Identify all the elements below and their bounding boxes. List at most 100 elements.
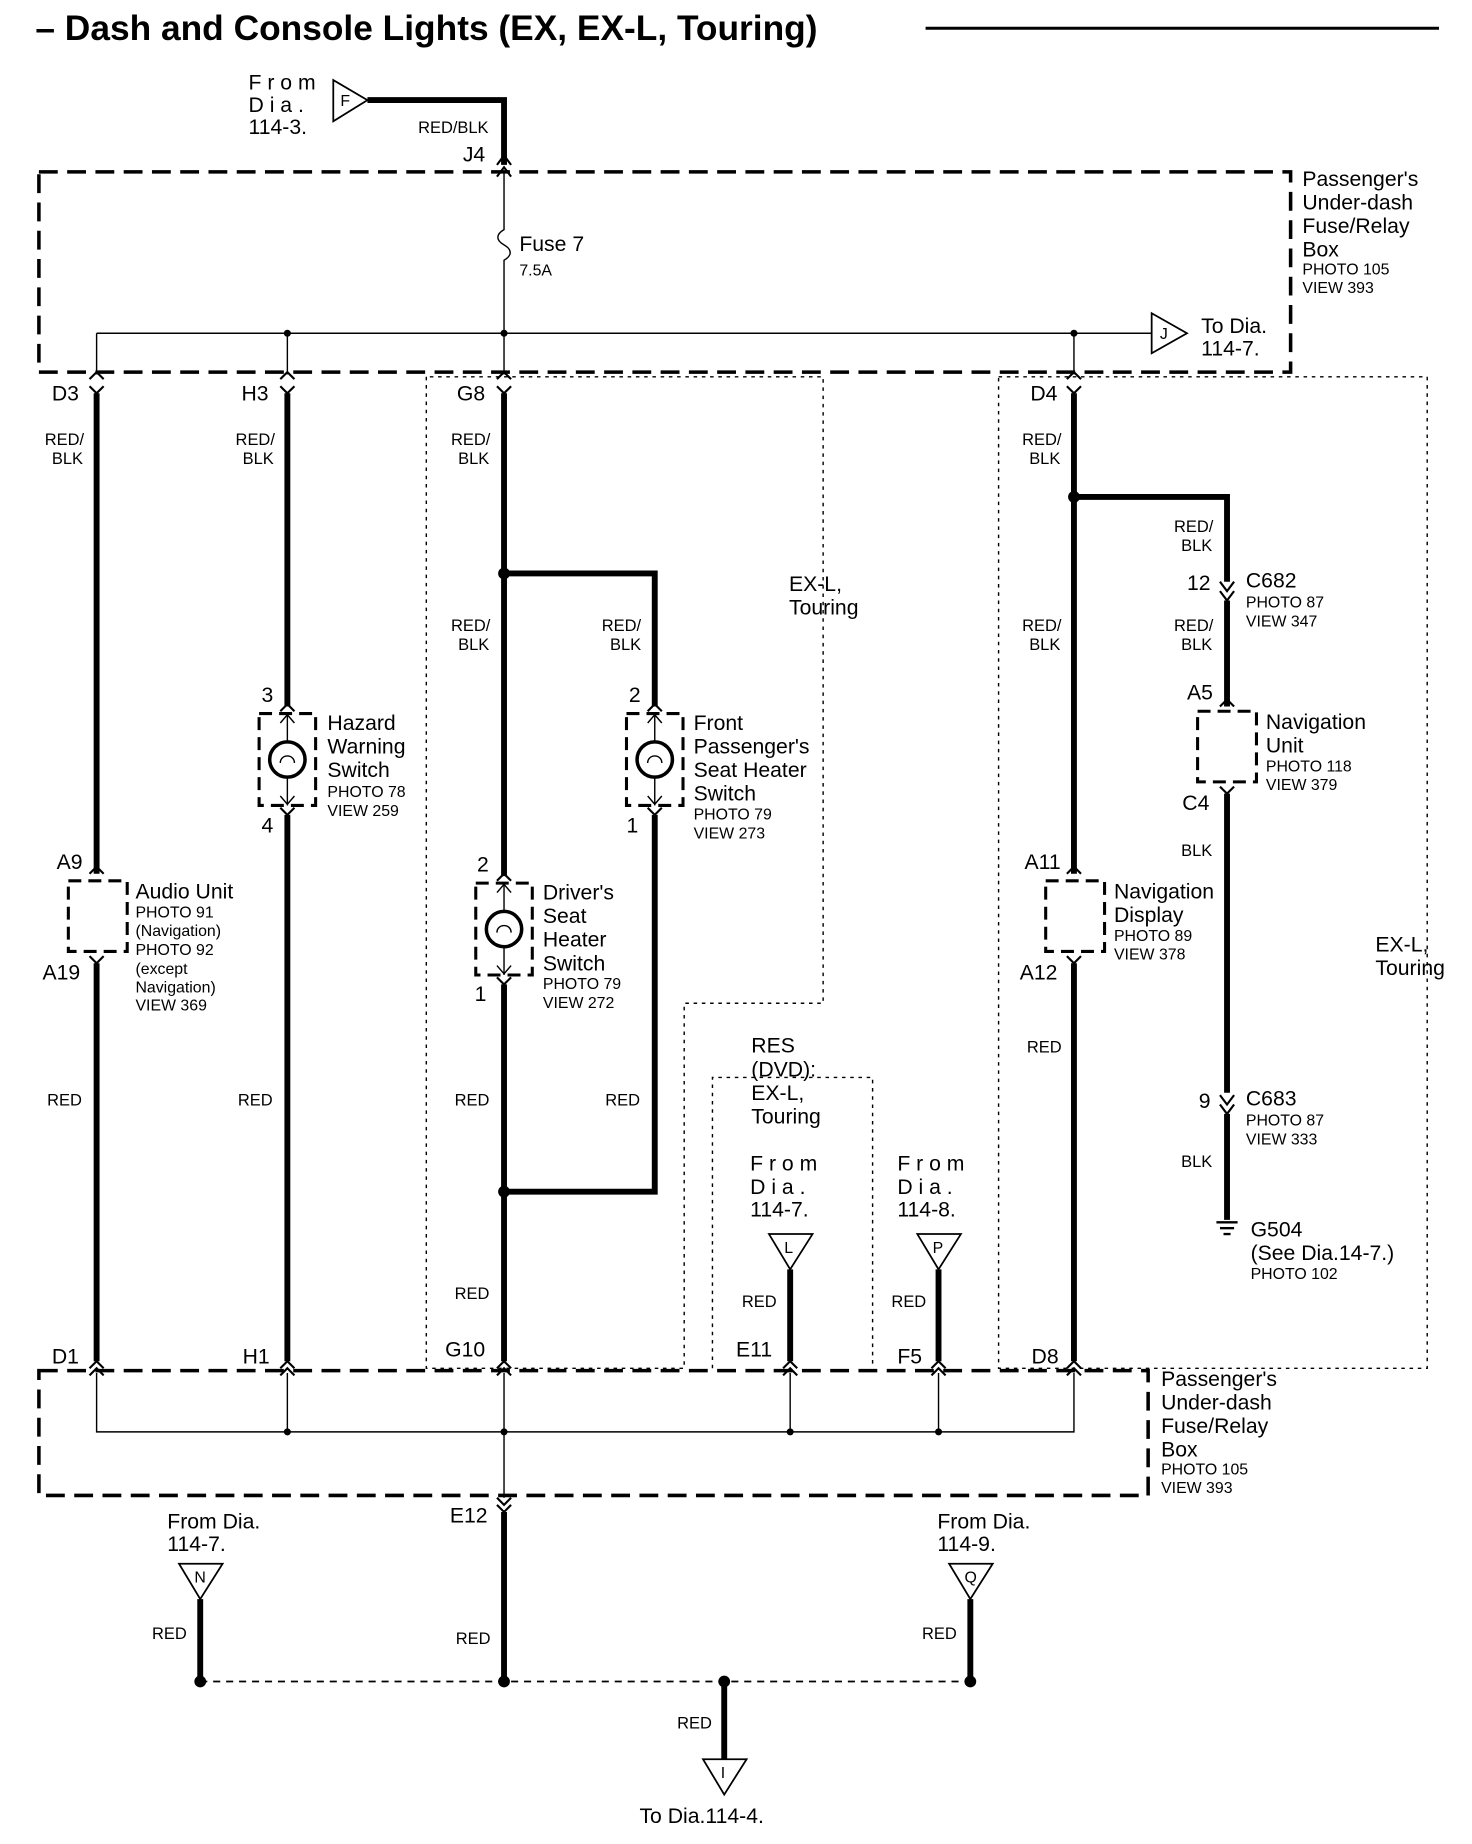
svg-text:L: L: [784, 1240, 793, 1257]
terminal-a19: A19: [42, 962, 80, 985]
svg-text:RED/: RED/: [1174, 518, 1214, 536]
svg-text:114-8.: 114-8.: [897, 1198, 956, 1221]
svg-text:RED/: RED/: [451, 431, 491, 449]
driver-switch-label: Driver's Seat Heater Switch PHOTO 79 VIE…: [543, 882, 621, 1012]
svg-text:PHOTO 105: PHOTO 105: [1161, 1461, 1248, 1478]
option-area-exl-nav: [997, 376, 1428, 1369]
terminal-h1: H1: [243, 1346, 270, 1369]
svg-text:114-7.: 114-7.: [750, 1198, 809, 1221]
terminal-c4: C4: [1182, 792, 1209, 815]
option-res-2: (DVD):: [751, 1058, 816, 1081]
output-i-to: To Dia.114-4.: [639, 1805, 763, 1828]
terminal-front-pin-1: 1: [626, 815, 638, 838]
input-l: From Dia. 114-7. L: [750, 1152, 823, 1272]
wire-to-nav-unit: [1073, 493, 1230, 582]
svg-text:C682: C682: [1246, 570, 1297, 593]
terminal-e11: E11: [736, 1339, 772, 1362]
terminal-a11: A11: [1024, 851, 1060, 874]
svg-text:Heater: Heater: [543, 929, 607, 952]
input-p-arrow: [915, 1233, 963, 1272]
input-f-arrow: [332, 78, 370, 123]
svg-text:VIEW 369: VIEW 369: [135, 997, 207, 1014]
svg-text:RED: RED: [238, 1092, 273, 1110]
svg-text:Navigation: Navigation: [1114, 880, 1214, 903]
option-exl-1a: EX-L,: [789, 573, 842, 596]
svg-text:Q: Q: [964, 1570, 976, 1587]
input-f-ref: 114-3.: [249, 116, 308, 139]
option-res-4: Touring: [751, 1105, 821, 1128]
svg-text:Driver's: Driver's: [543, 882, 614, 905]
input-n-arrow: [177, 1562, 225, 1601]
input-q-arrow: [947, 1562, 995, 1601]
svg-text:C683: C683: [1246, 1088, 1297, 1111]
svg-text:From Dia.: From Dia.: [167, 1510, 260, 1533]
terminal-pin-9: 9: [1199, 1090, 1211, 1113]
svg-text:Navigation: Navigation: [1266, 711, 1366, 734]
svg-text:PHOTO 79: PHOTO 79: [543, 976, 621, 993]
svg-text:Switch: Switch: [327, 759, 389, 782]
front-switch-label: Front Passenger's Seat Heater Switch PHO…: [694, 712, 810, 842]
input-f-dia: Dia.: [249, 94, 310, 117]
option-res-1: RES: [751, 1035, 795, 1058]
svg-text:Passenger's: Passenger's: [1161, 1368, 1277, 1391]
svg-text:Hazard: Hazard: [327, 712, 395, 735]
svg-text:Under-dash: Under-dash: [1161, 1391, 1272, 1414]
svg-text:Seat Heater: Seat Heater: [694, 759, 807, 782]
ground-g504: G504 (See Dia.14-7.) PHOTO 102: [1251, 1218, 1395, 1282]
svg-text:Front: Front: [694, 712, 744, 735]
svg-text:RED/: RED/: [236, 431, 276, 449]
terminal-d4: D4: [1030, 382, 1057, 405]
svg-text:PHOTO 79: PHOTO 79: [694, 807, 772, 824]
svg-text:RED: RED: [456, 1630, 491, 1648]
nav-display-label: Navigation Display PHOTO 89 VIEW 378: [1114, 880, 1214, 963]
ground-icon: [1216, 1221, 1238, 1236]
terminal-pin-4: 4: [261, 815, 273, 838]
svg-text:BLK: BLK: [1181, 842, 1212, 860]
hazard-bulb-icon: [267, 740, 307, 779]
option-area-res: [711, 1076, 874, 1369]
svg-text:PHOTO 92: PHOTO 92: [135, 942, 213, 959]
svg-text:BLK: BLK: [1029, 636, 1060, 654]
terminal-a5: A5: [1187, 681, 1213, 704]
terminal-pin-3: 3: [261, 684, 273, 707]
output-i-letter: I: [721, 1765, 725, 1782]
svg-text:From Dia.: From Dia.: [937, 1510, 1030, 1533]
terminal-driver-pin-1: 1: [475, 983, 487, 1006]
svg-text:Switch: Switch: [694, 783, 756, 806]
navigation-display: [1044, 879, 1107, 953]
fuse-box-top: [37, 170, 1293, 374]
svg-text:RED/: RED/: [1022, 617, 1062, 635]
svg-text:VIEW 393: VIEW 393: [1161, 1480, 1233, 1497]
svg-text:BLK: BLK: [458, 636, 489, 654]
terminal-driver-pin-2: 2: [477, 853, 489, 876]
svg-text:RED: RED: [891, 1293, 926, 1311]
connector-c682: C682 PHOTO 87 VIEW 347: [1246, 570, 1324, 631]
svg-text:BLK: BLK: [458, 450, 489, 468]
svg-text:Fuse/Relay: Fuse/Relay: [1302, 215, 1410, 238]
bus-bottom: [95, 1372, 1075, 1433]
svg-text:PHOTO 91: PHOTO 91: [135, 904, 213, 921]
svg-text:VIEW 273: VIEW 273: [694, 825, 766, 842]
svg-text:RED/: RED/: [602, 617, 642, 635]
svg-text:BLK: BLK: [610, 636, 641, 654]
wire-label-j4: RED/BLK: [418, 119, 488, 137]
svg-text:From: From: [897, 1152, 970, 1175]
svg-text:114-7.: 114-7.: [167, 1533, 226, 1556]
front-heater-bulb-icon: [635, 740, 675, 779]
svg-text:RED: RED: [152, 1625, 187, 1643]
svg-text:Switch: Switch: [543, 952, 605, 975]
terminal-a12: A12: [1020, 962, 1058, 985]
output-j-letter: J: [1160, 326, 1168, 343]
svg-text:VIEW 272: VIEW 272: [543, 995, 615, 1012]
svg-text:From: From: [750, 1152, 823, 1175]
page-title: – Dash and Console Lights (EX, EX-L, Tou…: [35, 9, 817, 48]
svg-text:N: N: [194, 1570, 205, 1587]
input-f-from: From: [249, 71, 322, 94]
svg-text:VIEW 333: VIEW 333: [1246, 1132, 1318, 1149]
svg-text:VIEW 378: VIEW 378: [1114, 947, 1186, 964]
wire-to-front-switch: [504, 570, 658, 707]
svg-text:RED: RED: [1027, 1039, 1062, 1057]
fuse-7-wire: [497, 171, 511, 375]
svg-text:Dia.: Dia.: [897, 1176, 958, 1199]
